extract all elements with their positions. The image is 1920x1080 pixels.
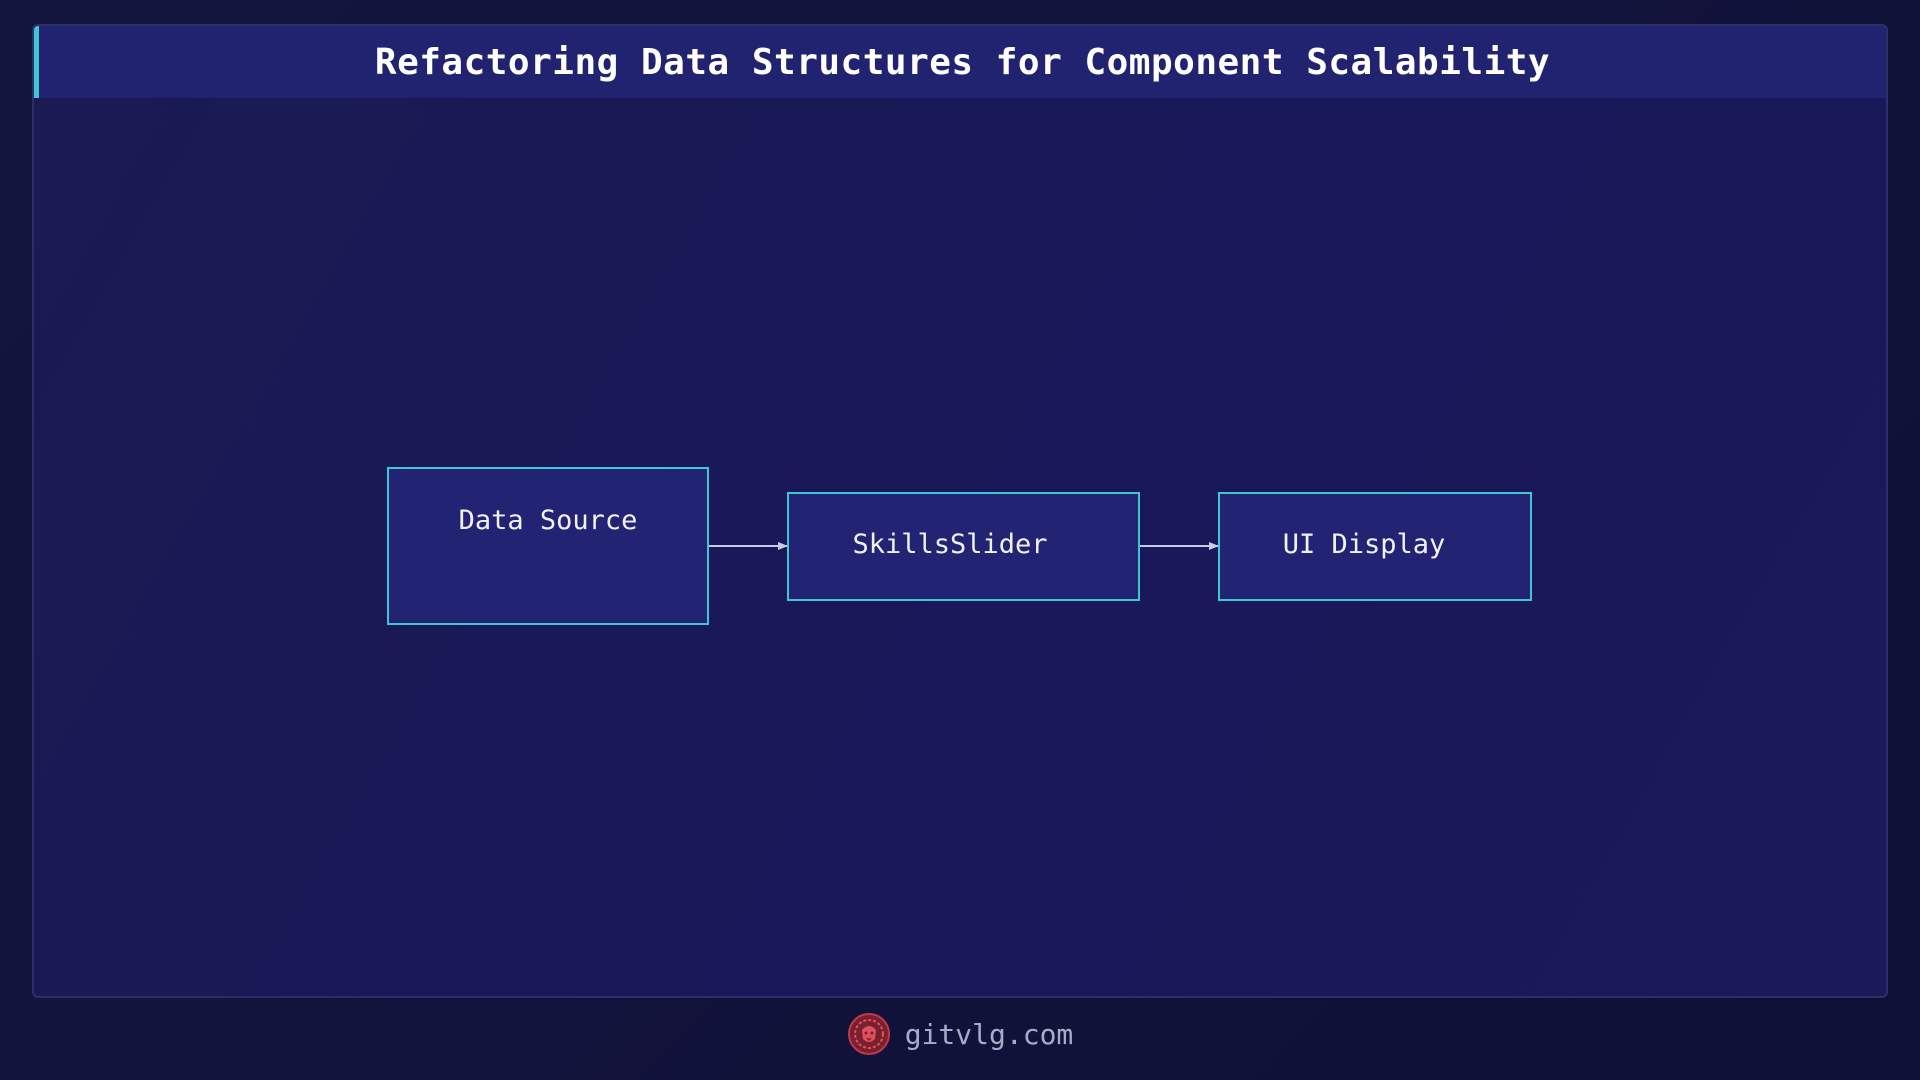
node-data-source-label: Data Source — [459, 505, 638, 536]
node-skills-slider-label: SkillsSlider — [852, 529, 1047, 560]
node-ui-display-box — [1218, 492, 1532, 601]
node-skills-slider: SkillsSlider — [787, 492, 1140, 601]
lion-logo-icon — [847, 1013, 890, 1055]
page-title: Refactoring Data Structures for Componen… — [374, 41, 1551, 83]
node-data-source-box — [387, 467, 709, 625]
title-bar: Refactoring Data Structures for Componen… — [34, 26, 1886, 98]
node-ui-display-label: UI Display — [1283, 529, 1446, 560]
content-panel: Refactoring Data Structures for Componen… — [32, 24, 1888, 998]
node-data-source: Data Source — [387, 467, 709, 625]
footer-site-link[interactable]: gitvlg.com — [904, 1017, 1074, 1051]
flow-diagram: Data Source SkillsSlider UI Display — [387, 467, 1532, 625]
node-ui-display: UI Display — [1218, 492, 1532, 601]
node-skills-slider-box — [787, 492, 1140, 601]
footer: gitvlg.com — [0, 1006, 1920, 1062]
